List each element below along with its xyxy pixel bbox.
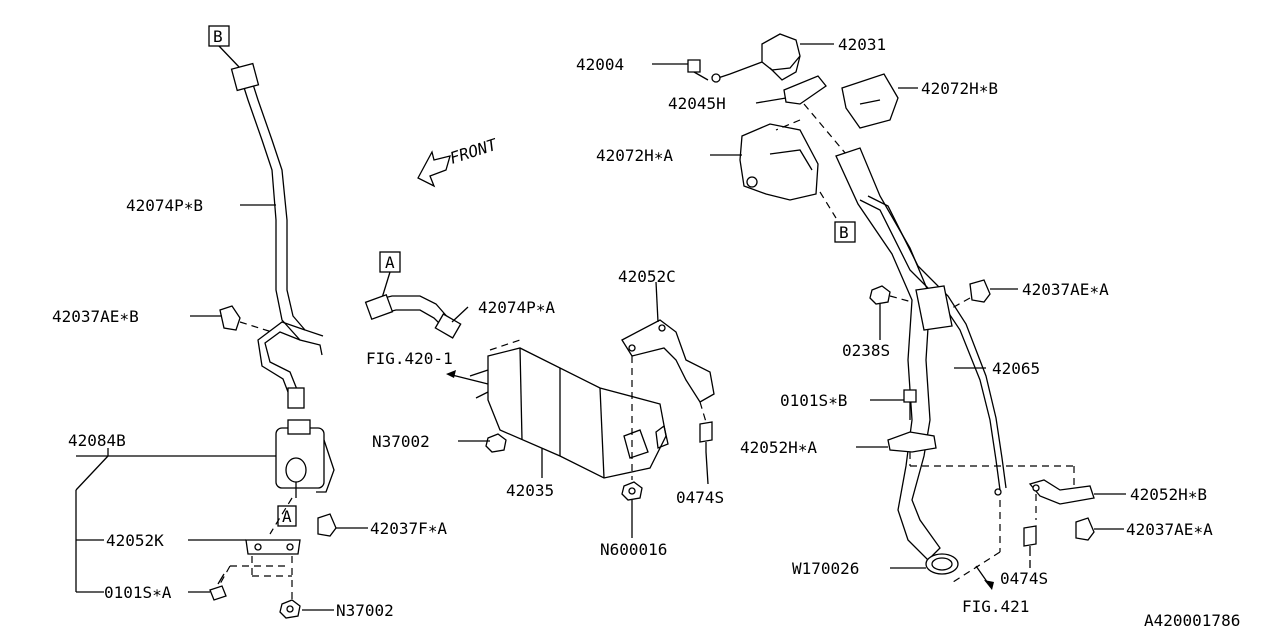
label-w170026: W170026 bbox=[792, 559, 859, 578]
label-42037ae-a-top: 42037AE∗A bbox=[1022, 280, 1109, 299]
label-42037ae-b: 42037AE∗B bbox=[52, 307, 139, 326]
label-0101s-b: 0101S∗B bbox=[780, 391, 847, 410]
label-42037ae-a-bottom: 42037AE∗A bbox=[1126, 520, 1213, 539]
bracket-42052h-a bbox=[887, 431, 1075, 486]
protector-42072h-b bbox=[841, 73, 899, 129]
label-42072h-b: 42072H∗B bbox=[921, 79, 998, 98]
ref-box-a-left: A bbox=[277, 505, 297, 527]
label-42052c: 42052C bbox=[618, 267, 676, 286]
label-0474s-right: 0474S bbox=[1000, 569, 1048, 588]
hose-42074p-b bbox=[230, 62, 324, 409]
bracket-42052c bbox=[621, 319, 715, 480]
label-0101s-a: 0101S∗A bbox=[104, 583, 172, 602]
leader-lines bbox=[75, 43, 1126, 611]
label-fig-421: FIG.421 bbox=[962, 597, 1029, 616]
label-0474s-mid: 0474S bbox=[676, 488, 724, 507]
nut-n600016 bbox=[621, 481, 643, 501]
nut-0238s bbox=[869, 285, 913, 305]
label-0238s: 0238S bbox=[842, 341, 890, 360]
bolt-0101s-a bbox=[209, 573, 227, 601]
pump-42084b bbox=[275, 419, 335, 498]
bolt-0101s-b bbox=[903, 389, 917, 420]
hose-42074p-a bbox=[364, 293, 462, 339]
nut-n37002-mid bbox=[485, 433, 507, 453]
label-n37002-bottom: N37002 bbox=[336, 601, 394, 620]
bolt-42004 bbox=[687, 59, 709, 81]
label-42084b: 42084B bbox=[68, 431, 126, 450]
svg-text:B: B bbox=[839, 223, 849, 242]
label-42035: 42035 bbox=[506, 481, 554, 500]
fuel-cap-42031 bbox=[711, 33, 801, 83]
part-labels: 42004 42031 42045H 42072H∗B 42072H∗A 420… bbox=[52, 35, 1240, 630]
front-arrow: FRONT bbox=[417, 134, 500, 188]
bolt-0474s-mid bbox=[699, 421, 713, 452]
label-42037f-a: 42037F∗A bbox=[370, 519, 447, 538]
nut-n37002-bottom bbox=[279, 599, 301, 619]
clip-42037ae-a-bottom bbox=[1075, 517, 1095, 541]
label-42052h-a: 42052H∗A bbox=[740, 438, 817, 457]
label-42031: 42031 bbox=[838, 35, 886, 54]
seal-42045h bbox=[783, 75, 847, 155]
clip-42037f-a bbox=[317, 513, 337, 537]
label-42065: 42065 bbox=[992, 359, 1040, 378]
svg-text:A: A bbox=[282, 507, 292, 526]
label-42045h: 42045H bbox=[668, 94, 726, 113]
protector-42072h-a bbox=[739, 119, 837, 219]
canister-42035 bbox=[469, 339, 669, 479]
label-fig-420-1: FIG.420-1 bbox=[366, 349, 453, 368]
figure-code: A420001786 bbox=[1144, 611, 1240, 630]
ref-box-a-mid: A bbox=[379, 251, 401, 273]
filler-pipe-42065 bbox=[835, 147, 1007, 561]
clamp-w170026 bbox=[925, 553, 959, 575]
ref-box-b-top-left: B bbox=[208, 25, 230, 47]
bracket-42052k bbox=[219, 539, 301, 600]
label-n37002-mid: N37002 bbox=[372, 432, 430, 451]
bracket-42052h-b bbox=[1028, 479, 1095, 520]
fig-420-1-arrow bbox=[446, 370, 489, 385]
label-n600016: N600016 bbox=[600, 540, 667, 559]
label-42052k: 42052K bbox=[106, 531, 164, 550]
svg-text:A: A bbox=[385, 253, 395, 272]
svg-text:B: B bbox=[213, 27, 223, 46]
svg-text:FRONT: FRONT bbox=[447, 134, 500, 167]
label-42074p-b: 42074P∗B bbox=[126, 196, 203, 215]
bolt-0474s-right bbox=[1023, 525, 1037, 556]
label-42072h-a: 42072H∗A bbox=[596, 146, 673, 165]
label-42004: 42004 bbox=[576, 55, 624, 74]
clip-42037ae-b bbox=[219, 305, 273, 333]
label-42052h-b: 42052H∗B bbox=[1130, 485, 1207, 504]
label-42074p-a: 42074P∗A bbox=[478, 298, 555, 317]
clip-42037ae-a-top bbox=[951, 279, 991, 309]
ref-box-b-right: B bbox=[834, 221, 856, 243]
fig-421-arrow bbox=[949, 500, 1001, 590]
